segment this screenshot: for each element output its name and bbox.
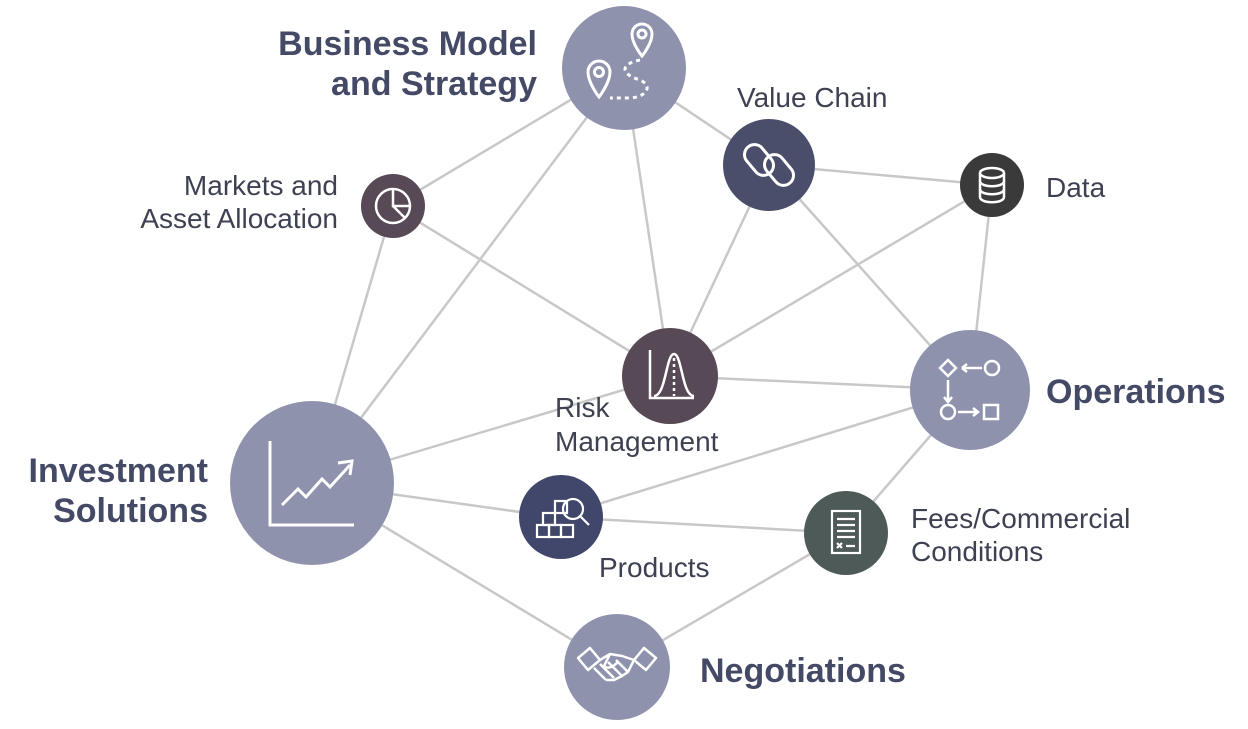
- investment-label: Investment Solutions: [29, 451, 209, 531]
- operations-node: [910, 330, 1030, 450]
- route-pins-icon: [586, 22, 654, 100]
- edge-operations-products: [555, 388, 971, 519]
- chain-link-icon: [743, 143, 795, 187]
- operations-label: Operations: [1046, 373, 1226, 411]
- negotiations-node: [564, 614, 670, 720]
- products-label: Products: [599, 552, 710, 583]
- fees-label: Fees/Commercial Conditions: [911, 502, 1130, 568]
- edge-data-risk: [669, 183, 993, 378]
- markets-label-line2: Asset Allocation: [140, 203, 338, 235]
- database-icon: [978, 166, 1006, 204]
- growth-chart-icon: [268, 441, 354, 527]
- fees-label-line1: Fees/Commercial: [911, 503, 1131, 534]
- risk-label-line2: Management: [555, 426, 719, 458]
- data-node: [960, 153, 1024, 217]
- risk-label: Risk Management: [555, 391, 718, 459]
- business-model-node: [562, 6, 686, 130]
- risk-label-line1: Risk: [555, 392, 610, 423]
- boxes-magnifier-icon: [535, 497, 590, 539]
- business-model-label-line2: and Strategy: [331, 65, 537, 104]
- risk-node: [622, 328, 718, 424]
- bell-curve-icon: [648, 350, 695, 400]
- markets-node: [361, 174, 425, 238]
- negotiations-label: Negotiations: [700, 652, 906, 690]
- business-model-label-line1: Business Model: [278, 25, 537, 63]
- handshake-icon: [576, 646, 658, 682]
- markets-label-line1: Markets and: [183, 170, 338, 201]
- edge-business-investment: [311, 67, 625, 484]
- value-chain-node: [723, 119, 815, 211]
- fees-node: [804, 491, 888, 575]
- investment-label-line2: Solutions: [53, 492, 208, 531]
- markets-label: Markets and Asset Allocation: [140, 169, 338, 235]
- document-icon: [830, 509, 862, 555]
- business-model-label: Business Model and Strategy: [278, 24, 537, 104]
- edge-products-fees: [555, 515, 847, 535]
- value-chain-label: Value Chain: [737, 82, 888, 113]
- investment-node: [230, 401, 394, 565]
- pie-chart-icon: [374, 187, 412, 225]
- products-node: [519, 475, 603, 559]
- data-label: Data: [1046, 172, 1106, 203]
- edge-markets-risk: [392, 204, 671, 378]
- investment-label-line1: Investment: [28, 452, 209, 490]
- process-flow-icon: [938, 358, 1001, 421]
- fees-label-line2: Conditions: [911, 536, 1044, 568]
